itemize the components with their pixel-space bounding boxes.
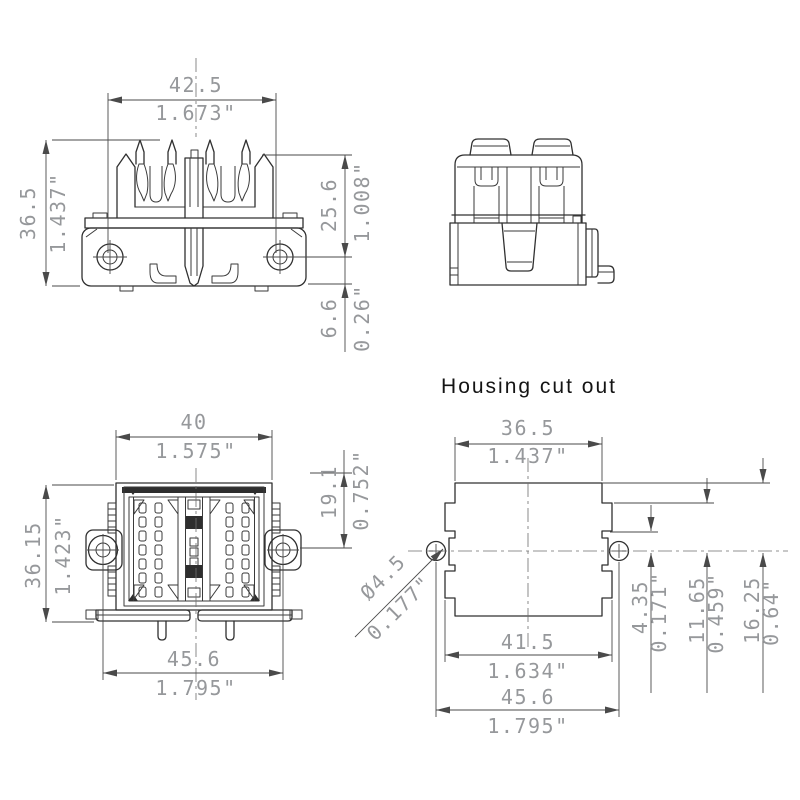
dim-cutout-offset2-in: 0.459" — [704, 572, 728, 654]
housing-cutout-view — [408, 458, 788, 648]
dim-cutout-width-in: 1.437" — [487, 444, 569, 468]
dim-face-width-mm: 40 — [180, 410, 208, 434]
dim-face-bottom-in: 1.795" — [155, 676, 237, 700]
dim-face-height-in: 1.423" — [51, 514, 75, 596]
dim-front-width-in: 1.673" — [155, 101, 237, 125]
dim-face-bottom-mm: 45.6 — [166, 647, 222, 671]
dim-front-lower-in: 0.26" — [350, 284, 374, 352]
dim-cutout-offset3-in: 0.64" — [759, 578, 783, 646]
dim-face-height-mm: 36.15 — [21, 521, 45, 589]
dim-cutout-offset1-in: 0.171" — [647, 571, 671, 653]
face-view-dimensions — [42, 430, 352, 700]
dim-front-lower-mm: 6.6 — [317, 297, 341, 339]
dim-cutout-outer-width-mm: 45.6 — [500, 685, 556, 709]
dim-face-right-in: 0.752" — [349, 449, 373, 531]
dim-front-height-mm: 36.5 — [16, 185, 40, 241]
dim-front-width-mm: 42.5 — [168, 73, 224, 97]
dim-face-width-in: 1.575" — [155, 439, 237, 463]
dim-cutout-outer-width-in: 1.795" — [487, 714, 569, 738]
dim-front-upper-mm: 25.6 — [317, 177, 341, 233]
front-view-dimensions — [42, 58, 352, 352]
front-view — [81, 139, 307, 292]
dim-cutout-inner-width-mm: 41.5 — [500, 630, 556, 654]
mating-face-view — [85, 482, 303, 641]
dim-face-right-mm: 19.1 — [317, 464, 341, 520]
dim-cutout-inner-width-in: 1.634" — [487, 659, 569, 683]
dim-front-height-in: 1.437" — [46, 172, 70, 254]
dim-front-upper-in: 1.008" — [350, 161, 374, 243]
cutout-title: Housing cut out — [441, 375, 617, 398]
dim-cutout-width-mm: 36.5 — [500, 416, 556, 440]
cutout-dimensions — [354, 437, 770, 717]
side-view — [449, 138, 615, 286]
